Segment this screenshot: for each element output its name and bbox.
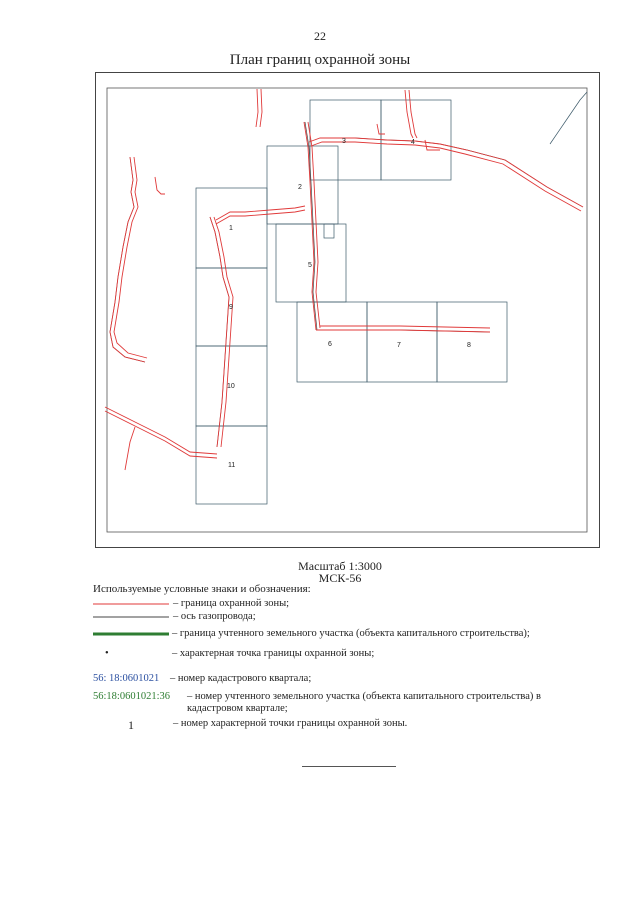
map-frame (95, 72, 600, 548)
map-inner-frame (106, 87, 588, 533)
legend-text: – характерная точка границы охранной зон… (172, 648, 375, 659)
protection-zone-border (104, 88, 584, 471)
cadastral-quarter-symbol: 56: 18:0601021 (93, 673, 160, 684)
point-label: 9 (229, 304, 233, 311)
legend-text: – номер характерной точки границы охранн… (173, 718, 408, 729)
page-number: 22 (314, 29, 326, 43)
point-label: 10 (227, 383, 235, 390)
boundary-map: 1 2 3 4 5 6 7 8 9 10 11 (104, 87, 588, 533)
page-title: План границ охранной зоны (229, 52, 411, 68)
scale-block: Масштаб 1:3000 МСК-56 (0, 560, 640, 584)
point-label: 4 (411, 139, 415, 146)
point-label: 11 (228, 462, 235, 469)
legend-text: – граница охранной зоны; (173, 598, 290, 609)
small-parcel (323, 223, 335, 239)
sheet-cell (195, 425, 268, 505)
point-label: 3 (342, 138, 346, 145)
legend-text: – ось газопровода; (173, 611, 256, 622)
legend-text: – граница учтенного земельного участка (… (172, 628, 530, 639)
sheet-cell (436, 301, 508, 383)
sheet-cell (366, 301, 438, 383)
point-label: 5 (308, 262, 312, 269)
point-label: 2 (298, 184, 302, 191)
parcel-border-symbol (93, 632, 169, 636)
point-label: 6 (328, 341, 332, 348)
signature-line (302, 766, 396, 767)
point-labels: 1 2 3 4 5 6 7 8 9 10 11 (227, 138, 471, 469)
sheet-cell (266, 145, 339, 225)
point-label: 8 (467, 342, 471, 349)
characteristic-point-symbol: • (105, 648, 109, 659)
gas-pipeline-axis (109, 121, 584, 448)
upper-right-feature (549, 91, 588, 145)
legend-heading: Используемые условные знаки и обозначени… (93, 583, 311, 595)
scale-label: Масштаб 1:3000 (298, 559, 382, 573)
coordinate-system-label: МСК-56 (318, 571, 362, 585)
legend-text: – номер учтенного земельного участка (об… (187, 691, 541, 714)
legend-text: – номер кадастрового квартала; (170, 673, 312, 684)
sheet-grid (195, 99, 508, 505)
parcel-number-symbol: 56:18:0601021:36 (93, 691, 171, 702)
point-number-symbol: 1 (128, 718, 134, 732)
point-label: 7 (397, 342, 401, 349)
sheet-cell (296, 301, 368, 383)
point-label: 1 (229, 225, 233, 232)
gas-axis-symbol (93, 616, 169, 618)
zone-border-symbol (93, 603, 169, 605)
